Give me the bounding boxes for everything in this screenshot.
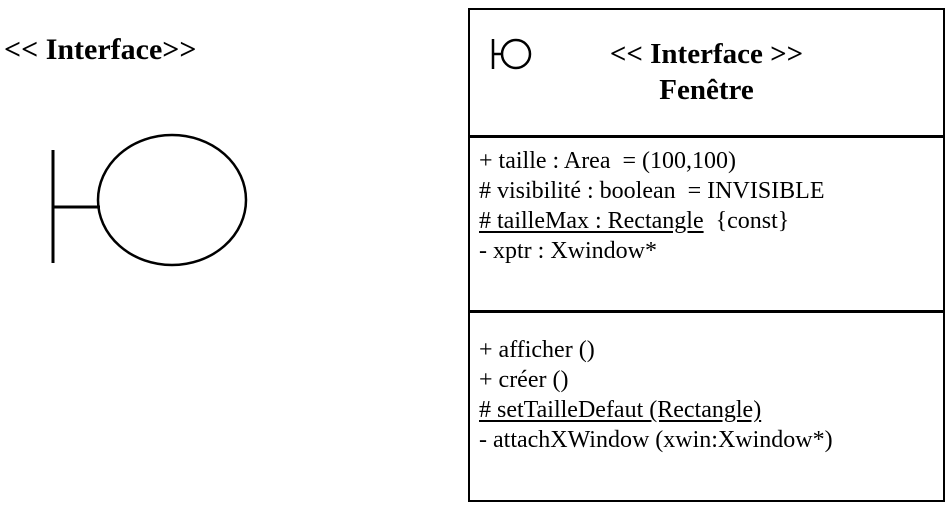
operation-text: + créer (): [479, 367, 569, 393]
attributes-compartment: + taille : Area = (100,100) # visibilité…: [470, 138, 943, 313]
attribute-text: + taille : Area = (100,100): [479, 148, 737, 174]
interface-circle: [500, 38, 532, 70]
interface-circle: [96, 133, 248, 267]
class-stereotype: << Interface >>: [609, 38, 804, 70]
attribute-line: - xptr : Xwindow*: [479, 236, 939, 266]
operation-line: - attachXWindow (xwin:Xwindow*): [479, 425, 939, 455]
attribute-text: {const}: [703, 208, 790, 234]
lollipop-icon: [491, 38, 532, 70]
attribute-line: + taille : Area = (100,100): [479, 146, 939, 176]
operation-underlined-part: # setTailleDefaut (Rectangle): [479, 397, 762, 423]
operation-line: # setTailleDefaut (Rectangle): [479, 395, 939, 425]
lollipop-interface-symbol: [51, 133, 248, 267]
operation-line: + afficher (): [479, 335, 939, 365]
left-interface-stereotype: << Interface>>: [4, 33, 197, 66]
attribute-underlined-part: # tailleMax : Rectangle: [479, 208, 704, 234]
operations-compartment: + afficher () + créer () # setTailleDefa…: [470, 313, 943, 500]
operation-text: + afficher (): [479, 337, 595, 363]
attribute-line: # visibilité : boolean = INVISIBLE: [479, 176, 939, 206]
attribute-line: # tailleMax : Rectangle {const}: [479, 206, 939, 236]
attribute-text: - xptr : Xwindow*: [479, 238, 657, 264]
class-header-compartment: << Interface >> Fenêtre: [470, 10, 943, 138]
class-name: Fenêtre: [659, 74, 754, 106]
operation-line: + créer (): [479, 365, 939, 395]
attribute-text: # visibilité : boolean = INVISIBLE: [479, 178, 825, 204]
class-box-fenetre: << Interface >> Fenêtre + taille : Area …: [468, 8, 945, 502]
operation-text: - attachXWindow (xwin:Xwindow*): [479, 427, 833, 453]
